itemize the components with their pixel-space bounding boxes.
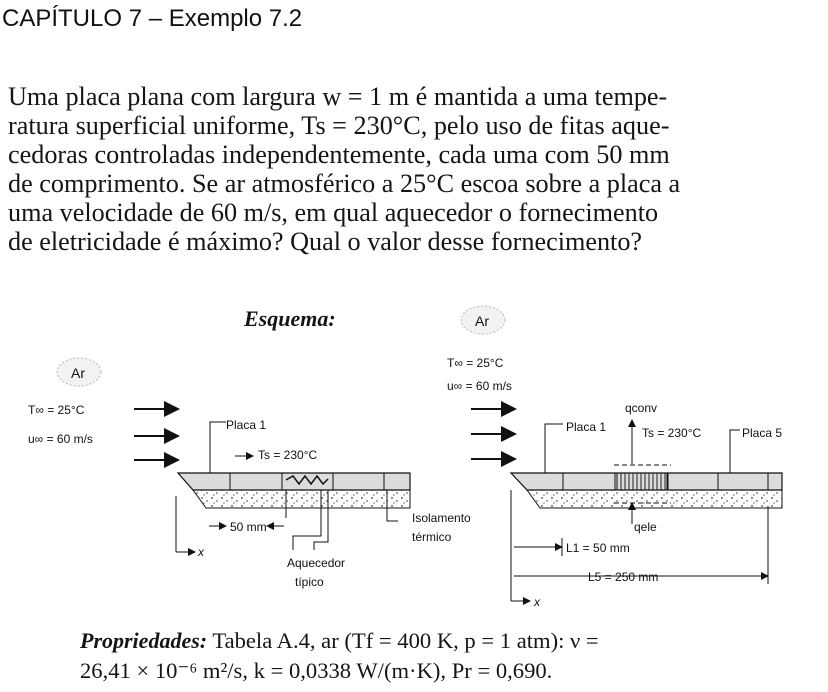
right-l1-label: L1 = 50 mm [566, 541, 630, 555]
right-heater-block [616, 472, 669, 491]
left-heater-label-2: típico [295, 575, 324, 589]
right-u-inf-label: u∞ = 60 m/s [447, 379, 512, 393]
properties-line-2: 26,41 × 10⁻⁶ m²/s, k = 0,0338 W/(m·K), P… [80, 658, 553, 683]
right-surface-temp-label: Ts = 230°C [642, 426, 701, 440]
left-insulation-leader [386, 490, 398, 522]
problem-line-3: cedoras controladas independentemente, c… [8, 140, 670, 169]
problem-line-6: de eletricidade é máximo? Qual o valor d… [8, 227, 643, 256]
left-air-label: Ar [71, 365, 85, 381]
properties-text-line-1: Tabela A.4, ar (Tf = 400 K, p = 1 atm): … [212, 628, 599, 653]
left-plate-surface [176, 472, 411, 491]
right-t-inf-label: T∞ = 25°C [447, 356, 504, 370]
left-insulation [192, 489, 411, 509]
schematic-label: Esquema: [244, 306, 336, 331]
right-plate5-leader [729, 429, 740, 476]
right-qele-label: qele [634, 520, 657, 534]
left-plate-leader [209, 421, 226, 476]
left-heater-leader-3 [313, 490, 329, 550]
left-heater-label: Aquecedor [287, 556, 345, 570]
left-x-axis-label: x [197, 545, 205, 559]
right-plate-surface [509, 472, 783, 491]
left-air-cloud: Ar [56, 357, 102, 387]
left-surface-temp-label: Ts = 230°C [258, 448, 317, 462]
properties-line-1: Propriedades: Tabela A.4, ar (Tf = 400 K… [80, 626, 810, 656]
right-plate5-label: Placa 5 [742, 426, 782, 440]
right-qconv-label: qconv [625, 401, 657, 415]
right-air-label: Ar [475, 313, 489, 329]
left-spacing-label: 50 mm [230, 520, 267, 534]
right-plate1-label: Placa 1 [566, 420, 606, 434]
left-insulation-label-2: térmico [412, 530, 452, 544]
left-schematic: Ar T∞ = 25°C u∞ = 60 m/s Placa 1 Ts = 23… [28, 357, 471, 589]
properties-block: Propriedades: Tabela A.4, ar (Tf = 400 K… [80, 626, 810, 686]
right-plate1-leader [544, 423, 563, 476]
problem-statement: Uma placa plana com largura w = 1 m é ma… [8, 82, 822, 256]
left-plate-label: Placa 1 [226, 418, 266, 432]
problem-line-2: ratura superficial uniforme, Ts = 230°C,… [8, 111, 670, 140]
chapter-title: CAPÍTULO 7 – Exemplo 7.2 [2, 5, 303, 32]
right-l5-label: L5 = 250 mm [588, 570, 658, 584]
problem-line-1: Uma placa plana com largura w = 1 m é ma… [8, 82, 668, 111]
left-t-inf-label: T∞ = 25°C [28, 403, 85, 417]
left-heater-coil [285, 474, 329, 486]
right-x-axis-label: x [533, 595, 541, 609]
problem-line-5: uma velocidade de 60 m/s, em qual aquece… [8, 198, 659, 227]
right-insulation [526, 489, 783, 509]
left-insulation-label: Isolamento [412, 511, 471, 525]
left-heater-leader-2 [292, 490, 322, 550]
problem-line-4: de comprimento. Se ar atmosférico a 25°C… [8, 169, 681, 198]
left-u-inf-label: u∞ = 60 m/s [28, 432, 93, 446]
right-schematic: Ar T∞ = 25°C u∞ = 60 m/s Placa 1 qconv T… [447, 305, 783, 609]
properties-label: Propriedades: [80, 628, 208, 653]
right-air-cloud: Ar [460, 305, 506, 335]
